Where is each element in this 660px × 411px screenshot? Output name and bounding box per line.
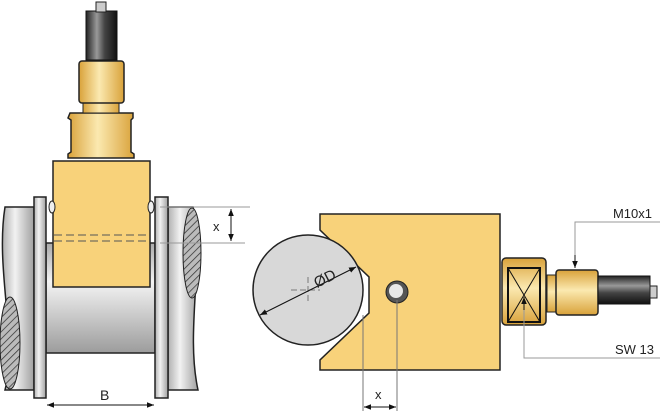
pin-right [649, 285, 658, 299]
right-x-label: x [375, 387, 382, 402]
left-flange [33, 196, 47, 399]
thread-label: M10x1 [613, 206, 652, 221]
left-x-label: x [213, 219, 220, 234]
front-view: x B [0, 1, 250, 408]
neck [82, 102, 120, 114]
collar [67, 112, 135, 159]
wrench-size-label: SW 13 [615, 342, 654, 357]
nut [78, 60, 125, 104]
rod [85, 10, 118, 61]
rod-right [597, 275, 651, 305]
ball-left [48, 200, 56, 214]
pin [95, 1, 107, 13]
side-view: ØD M10x1 SW 13 x [252, 206, 660, 411]
right-flange [154, 196, 169, 399]
sensor-block [52, 160, 151, 288]
ball-right [147, 200, 155, 214]
b-label: B [100, 387, 109, 403]
right-hatch-section [182, 207, 202, 299]
neck-right [546, 274, 557, 313]
left-hatch-section [0, 296, 21, 390]
thread-nut [555, 269, 599, 316]
